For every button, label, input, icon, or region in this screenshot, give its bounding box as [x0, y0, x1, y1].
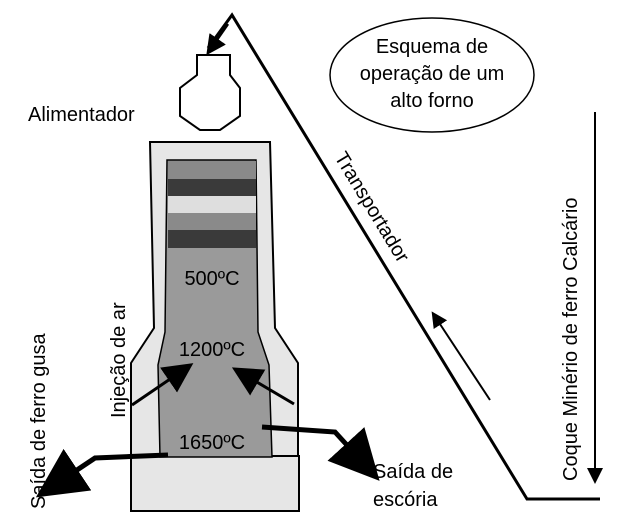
slag-outlet-label-line-1: Saída de: [373, 461, 453, 483]
feed-arrow: [206, 23, 230, 56]
charge-layer-mid-2: [168, 213, 256, 230]
title-line-3: alto forno: [390, 90, 473, 112]
conveyor-direction-arrow: [431, 311, 491, 401]
charge-layer-light-1: [168, 196, 256, 213]
raw-materials-label: Coque Minério de ferro Calcário: [560, 198, 582, 481]
charge-layer-dark-2: [168, 230, 256, 248]
furnace-base: [130, 455, 300, 512]
slag-outlet-arrow: [261, 424, 380, 481]
charge-layer-dark-1: [168, 179, 256, 196]
pig-iron-outlet-arrow: [35, 448, 169, 498]
temperature-label-bottom: 1650ºC: [179, 432, 245, 454]
title-line-1: Esquema de: [376, 36, 488, 58]
air-injection-label: Injeção de ar: [108, 302, 130, 418]
air-injection-arrow-left: [131, 363, 194, 407]
feeder-label: Alimentador: [28, 104, 135, 126]
slag-outlet-label-line-2: escória: [373, 489, 438, 511]
air-injection-arrow-right: [231, 367, 295, 406]
conveyor-label: Transportador: [330, 148, 414, 266]
feeder-hopper: [179, 54, 241, 131]
temperature-label-middle: 1200ºC: [179, 339, 245, 361]
conveyor-line: [206, 12, 600, 501]
charge-layer-mid-1: [168, 161, 256, 179]
temperature-label-top: 500ºC: [184, 268, 239, 290]
title-ellipse: [329, 17, 535, 133]
pig-iron-outlet-label: Saída de ferro gusa: [28, 332, 50, 509]
title-line-2: operação de um: [360, 63, 505, 85]
